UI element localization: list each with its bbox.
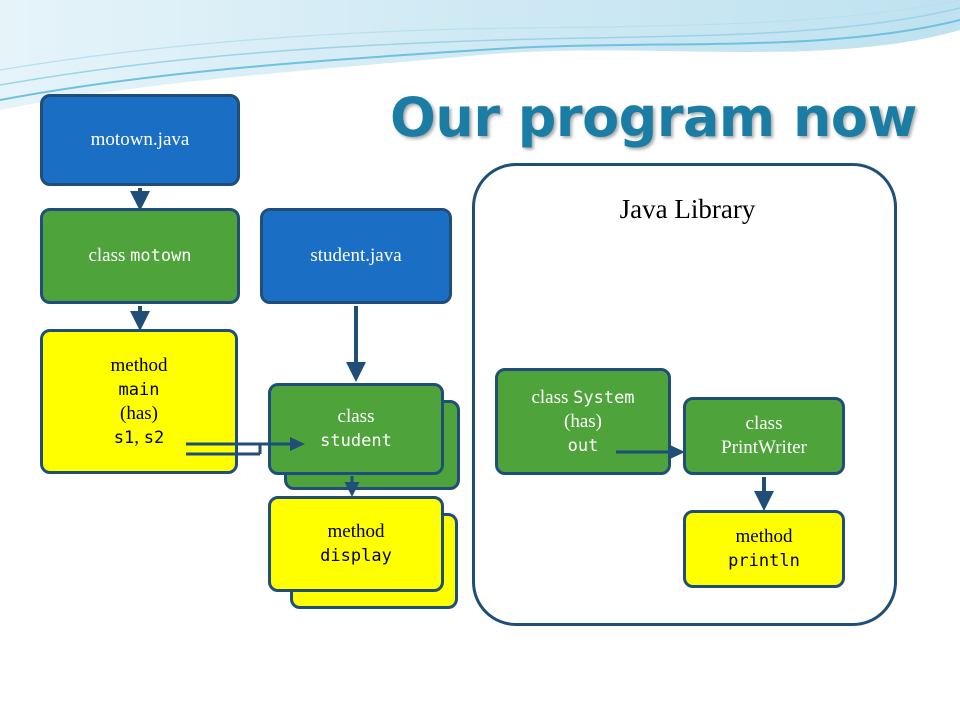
method-main-vars: s1, s2 [114, 426, 164, 450]
method-main-keyword: method [110, 354, 168, 376]
method-display-keyword: method [327, 521, 385, 542]
class-motown-name: motown [130, 246, 192, 266]
class-system-label: class System [531, 386, 634, 410]
class-student-name: student [320, 431, 392, 451]
class-system-box: class System (has) out [495, 368, 671, 475]
method-println-box: method println [683, 510, 845, 588]
class-printwriter-box: class PrintWriter [683, 397, 845, 475]
class-system-field-out: out [567, 435, 599, 456]
student-java-label: student.java [310, 245, 402, 266]
class-system-name: System [573, 387, 635, 408]
method-main-name: main [118, 379, 160, 400]
method-println-keyword: method [735, 526, 793, 547]
class-system-has: (has) [564, 410, 602, 432]
method-display-name: display [320, 546, 392, 566]
motown-java-label: motown.java [90, 129, 190, 150]
class-motown-label: class motown [88, 244, 191, 268]
java-library-title: Java Library [619, 194, 756, 224]
class-motown-box: class motown [40, 208, 240, 304]
var-s2: s2 [143, 427, 165, 448]
class-system-keyword: class [531, 386, 574, 408]
class-student-box: class student [268, 383, 444, 475]
header-wave-decoration [0, 0, 960, 110]
var-separator: , [134, 426, 144, 448]
class-printwriter-name: PrintWriter [721, 437, 807, 458]
slide-title: Our program now [390, 86, 917, 149]
method-main-has: (has) [120, 402, 158, 424]
motown-java-file: motown.java [40, 94, 240, 186]
method-main-box: method main (has) s1, s2 [40, 329, 238, 474]
class-motown-keyword: class [88, 245, 131, 266]
class-student-keyword: class [337, 406, 375, 427]
method-display-box: method display [268, 496, 444, 592]
student-java-file: student.java [260, 208, 452, 304]
method-println-name: println [728, 551, 800, 571]
var-s1: s1 [113, 427, 135, 448]
class-printwriter-keyword: class [745, 413, 783, 434]
